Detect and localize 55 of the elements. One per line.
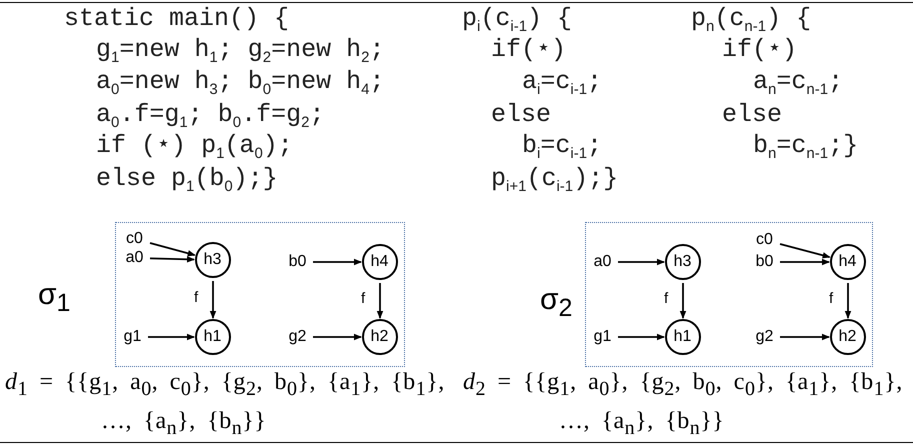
arrow: [780, 334, 830, 340]
code-line: b$_{n}$=c$_{n-1}$;}: [753, 132, 858, 164]
arrow: [780, 258, 830, 266]
code-line: else: [722, 101, 782, 129]
arrow: [150, 256, 195, 263]
formula-text: d$_{1}$ = {{g$_{1}$, a$_{0}$, c$_{0}$}, {g$_{2}$, b$_{0}$}, {a$_{1}$}, {b$_{1}$}, …, {a$_{n}$}, {b$_{n}$}}: [5, 368, 446, 441]
variable-name: b0: [752, 252, 776, 270]
code-line: p$_{i+1}$(c$_{i-1}$);}: [491, 165, 618, 197]
variable-name: g2: [752, 328, 776, 346]
code-line: if (⋆) p$_{1}$(a$_{0}$);: [96, 132, 293, 164]
arrow: [150, 242, 196, 256]
code-line: else p$_{1}$(b$_{0}$);}: [96, 165, 278, 197]
code-line: p$_{i}$(c$_{i-1}$) {: [462, 5, 572, 37]
heap-object-circle: h4: [362, 244, 398, 280]
arrow: [618, 334, 665, 340]
arrow: [618, 258, 665, 266]
variable-name: b0: [286, 252, 310, 270]
variable-name: c0: [122, 230, 146, 248]
heap-object-circle: h1: [194, 318, 230, 354]
variable-name: c0: [752, 230, 776, 248]
code-line: if(⋆): [491, 36, 566, 64]
code-line: else: [491, 101, 552, 129]
heap-graph-frame: [585, 222, 873, 367]
arrow: [148, 334, 195, 340]
code-line: b$_{i}$=c$_{i-1}$;: [522, 132, 602, 164]
heap-object-circle: h2: [830, 318, 866, 354]
code-line: a$_{n}$=c$_{n-1}$;: [753, 68, 844, 100]
heap-object-circle: h4: [830, 244, 866, 280]
variable-name: g1: [590, 328, 614, 346]
variable-name: a0: [122, 248, 146, 266]
code-line: g$_{1}$=new h$_{1}$; g$_{2}$=new h$_{2}$;: [96, 36, 384, 68]
code-line: a$_{0}$.f=g$_{1}$; b$_{0}$.f=g$_{2}$;: [96, 101, 324, 133]
graph-label: σ$_{1}$: [38, 278, 70, 319]
arrow: [780, 243, 831, 258]
heap-object-circle: h3: [194, 242, 230, 278]
heap-graph-frame: [115, 222, 405, 367]
code-line: a$_{i}$=c$_{i-1}$;: [522, 68, 602, 100]
arrow: [313, 334, 362, 340]
heap-object-circle: h2: [362, 318, 398, 354]
graph-label: σ$_{2}$: [540, 283, 572, 324]
code-line: static main() {: [64, 5, 290, 33]
heap-object-circle: h3: [664, 244, 700, 280]
variable-name: g1: [120, 328, 144, 346]
arrow: [376, 283, 384, 319]
variable-name: g2: [286, 328, 310, 346]
code-line: if(⋆): [722, 36, 798, 64]
arrow: [680, 283, 686, 319]
formula-text: d$_{2}$ = {{g$_{1}$, a$_{0}$}, {g$_{2}$, b$_{0}$, c$_{0}$}, {a$_{1}$}, {b$_{1}$}, …, {a$_{n}$}, {b$_{n}$}}: [463, 368, 904, 441]
code-line: p$_{n}$(c$_{n-1}$) {: [691, 5, 812, 37]
code-line: a$_{0}$=new h$_{3}$; b$_{0}$=new h$_{4}$;: [96, 68, 384, 100]
variable-name: a0: [590, 252, 614, 270]
arrow: [844, 283, 852, 319]
arrow: [210, 281, 216, 319]
heap-object-circle: h1: [664, 318, 700, 354]
arrow: [313, 258, 362, 266]
